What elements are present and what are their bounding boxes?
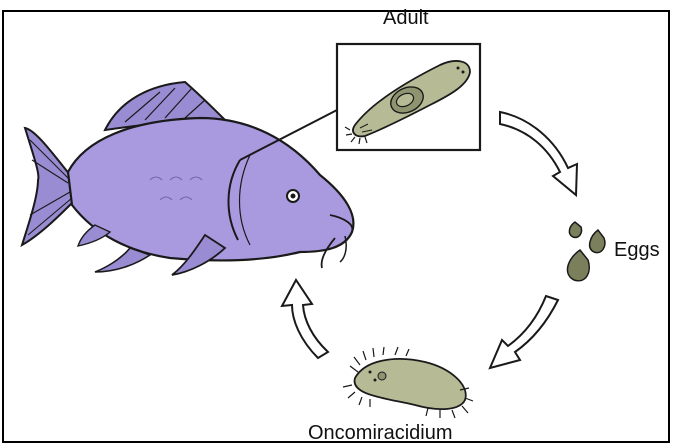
- label-eggs: Eggs: [614, 240, 660, 260]
- arrow-eggs-to-oncomiracidium: [490, 296, 558, 368]
- arrow-adult-to-eggs: [500, 112, 577, 195]
- label-oncomiracidium: Oncomiracidium: [308, 423, 452, 443]
- oncomiracidium-larva: [343, 347, 473, 418]
- egg: [567, 250, 589, 281]
- arrow-oncomiracidium-to-fish: [282, 280, 328, 358]
- egg: [569, 222, 581, 237]
- tail-fin: [22, 128, 75, 245]
- label-adult: Adult: [383, 8, 429, 28]
- egg: [590, 230, 605, 253]
- adult-inset: [337, 44, 480, 150]
- carp-fish: [22, 82, 353, 275]
- eggs-group: [567, 222, 604, 281]
